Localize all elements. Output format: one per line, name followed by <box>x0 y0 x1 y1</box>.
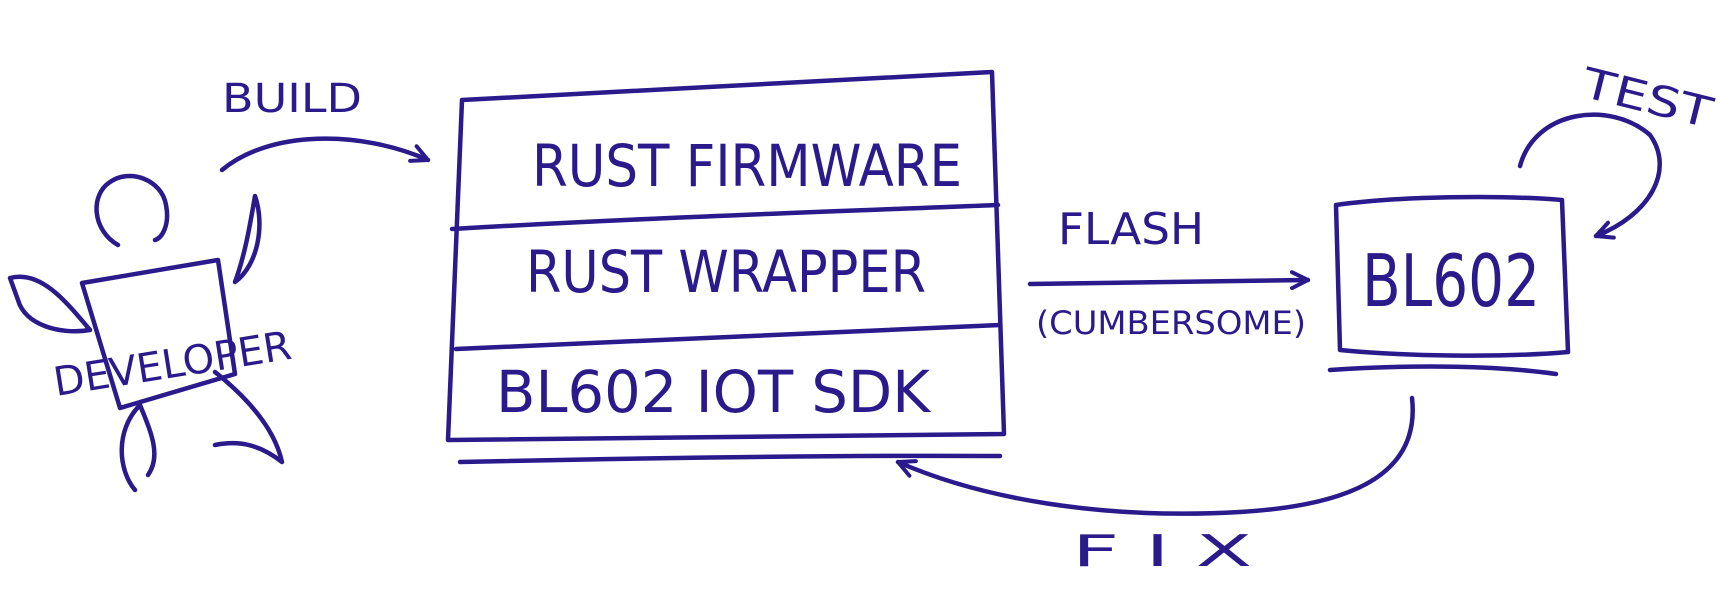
flash-arrow <box>1027 270 1311 291</box>
test-label: TEST <box>1576 58 1718 138</box>
developer-right-arm <box>232 193 262 285</box>
test-loop-arrow <box>1517 112 1662 240</box>
stack-layer-rust-wrapper: RUST WRAPPER <box>526 238 926 306</box>
developer-figure <box>7 173 285 493</box>
developer-legs <box>119 369 285 493</box>
flash-note: (CUMBERSOME) <box>1036 304 1306 342</box>
flash-label: FLASH <box>1058 204 1204 255</box>
fix-label: F I X <box>1072 526 1252 577</box>
stack-divider-1 <box>449 202 1001 232</box>
device-outline <box>1333 194 1571 358</box>
stack-divider-2 <box>453 322 1003 352</box>
device-box <box>1327 194 1571 377</box>
stack-outline <box>445 69 1007 443</box>
device-base-line <box>1327 364 1559 377</box>
stack-layer-rust-firmware: RUST FIRMWARE <box>532 132 962 200</box>
device-label: BL602 <box>1362 239 1540 323</box>
software-stack <box>445 69 1007 465</box>
fix-arrow <box>895 395 1415 516</box>
build-arrow <box>219 136 431 173</box>
developer-head <box>94 173 170 248</box>
developer-left-arm <box>7 274 93 334</box>
stack-layer-bl602-iot-sdk: BL602 IOT SDK <box>496 358 932 426</box>
build-label: BUILD <box>222 76 362 122</box>
developer-torso <box>79 257 238 411</box>
stack-base-line <box>457 453 1003 465</box>
